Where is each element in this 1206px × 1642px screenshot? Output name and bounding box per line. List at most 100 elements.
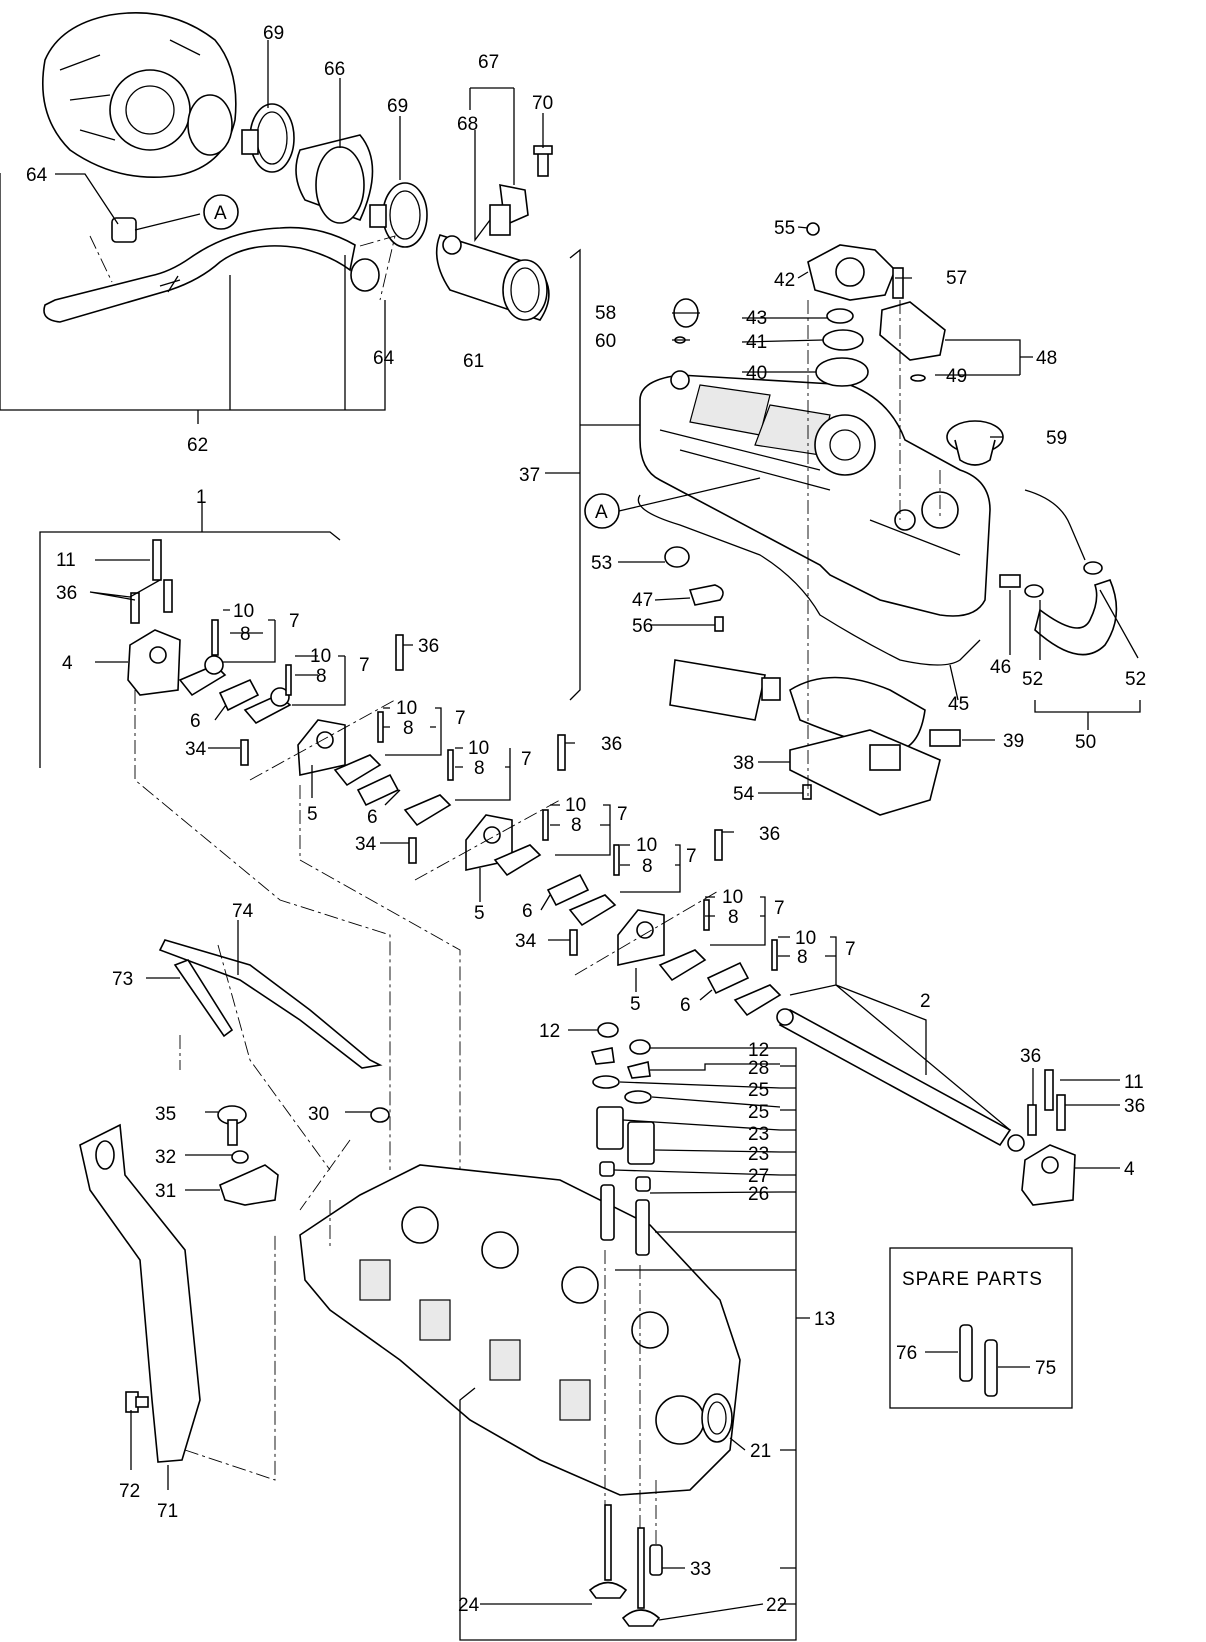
- callout-50: 50: [1075, 732, 1096, 753]
- glow-plug-73: [173, 959, 234, 1038]
- callout-4: 4: [1124, 1159, 1135, 1180]
- callout-75: 75: [1035, 1358, 1056, 1379]
- air-box-61: [435, 234, 550, 321]
- callout-8: 8: [240, 624, 251, 645]
- bolt-72: [125, 1391, 149, 1413]
- callout-52: 52: [1125, 669, 1146, 690]
- callout-43: 43: [746, 308, 767, 329]
- callout-labels: 69 66 67 70 68 69 64 A 64 61 62 55 42 57…: [26, 23, 1146, 1616]
- callout-72: 72: [119, 1481, 140, 1502]
- callout-31: 31: [155, 1181, 176, 1202]
- callout-71: 71: [157, 1501, 178, 1522]
- callout-36: 36: [759, 824, 780, 845]
- callout-8: 8: [642, 856, 653, 877]
- callout-13: 13: [814, 1309, 835, 1330]
- callout-24: 24: [458, 1595, 480, 1616]
- screw-54: [802, 784, 812, 800]
- sealant-tube: [669, 659, 781, 721]
- rocker-bracket-4-right: [1021, 1144, 1076, 1206]
- callout-7: 7: [686, 846, 697, 867]
- callout-66: 66: [324, 59, 345, 80]
- rocker-arms-middle: [333, 754, 782, 1017]
- callout-8: 8: [728, 907, 739, 928]
- callout-25: 25: [748, 1102, 769, 1123]
- callout-8: 8: [403, 718, 414, 739]
- sensor-48: [879, 267, 946, 361]
- callout-7: 7: [521, 749, 532, 770]
- callout-10: 10: [722, 887, 743, 908]
- callout-53: 53: [591, 553, 612, 574]
- callout-6: 6: [522, 901, 533, 922]
- sensor-68: [489, 183, 529, 236]
- screw-56: [714, 616, 724, 632]
- oil-cap-59: [946, 420, 1004, 466]
- spare-parts-title: SPARE PARTS: [902, 1269, 1043, 1290]
- bolt-36-right-a: [1027, 1104, 1037, 1136]
- callout-5: 5: [630, 994, 641, 1015]
- callout-5: 5: [474, 903, 485, 924]
- callout-32: 32: [155, 1147, 176, 1168]
- callout-70: 70: [532, 93, 553, 114]
- breather-hose-50: [1024, 489, 1118, 656]
- callout-8: 8: [571, 815, 582, 836]
- callout-55: 55: [774, 218, 795, 239]
- seal-21: [701, 1393, 733, 1443]
- bolt-36-left-a: [130, 592, 140, 624]
- callout-48: 48: [1036, 348, 1057, 369]
- rocker-bracket-5-b: [465, 814, 513, 871]
- callout-10: 10: [636, 835, 657, 856]
- stud-11-left: [152, 539, 162, 581]
- valve-cover-37: [639, 370, 991, 617]
- washer-32: [231, 1150, 249, 1164]
- callout-58: 58: [595, 303, 616, 324]
- callout-36: 36: [1124, 1096, 1145, 1117]
- pad-39: [929, 729, 961, 747]
- callout-12: 12: [748, 1040, 769, 1061]
- callout-36: 36: [1020, 1046, 1041, 1067]
- callout-37: 37: [519, 465, 540, 486]
- callout-6: 6: [190, 711, 201, 732]
- cylinder-head-13: [299, 1164, 741, 1496]
- callout-8: 8: [797, 947, 808, 968]
- bolt-35: [217, 1105, 247, 1146]
- callout-52: 52: [1022, 669, 1043, 690]
- callout-11: 11: [56, 550, 76, 571]
- callout-6: 6: [680, 995, 691, 1016]
- callout-7: 7: [845, 939, 856, 960]
- guide-33: [649, 1544, 663, 1576]
- baffle-38: [789, 729, 941, 816]
- callout-10: 10: [233, 601, 254, 622]
- callout-8: 8: [316, 666, 327, 687]
- bracket-71: [79, 1123, 201, 1463]
- bolt-36-right-b: [1056, 1094, 1066, 1131]
- cap-42: [807, 244, 896, 301]
- clamp-31: [219, 1164, 279, 1206]
- callout-39: 39: [1003, 731, 1024, 752]
- callout-57: 57: [946, 268, 967, 289]
- clamp-64-left: [111, 217, 137, 243]
- washer-30: [370, 1107, 390, 1123]
- callout-34: 34: [355, 834, 377, 855]
- callout-36: 36: [601, 734, 622, 755]
- callout-40: 40: [746, 363, 767, 384]
- callout-38: 38: [733, 753, 754, 774]
- callout-10: 10: [468, 738, 489, 759]
- turbocharger: [42, 12, 237, 178]
- callout-68: 68: [457, 114, 478, 135]
- callout-41: 41: [746, 332, 767, 353]
- callout-47: 47: [632, 590, 653, 611]
- hose-clamp-69-upper: [241, 103, 295, 173]
- callout-59: 59: [1046, 428, 1067, 449]
- callout-7: 7: [455, 708, 466, 729]
- callout-36: 36: [418, 636, 439, 657]
- intake-pipe-62: [43, 226, 356, 323]
- callout-61: 61: [463, 351, 484, 372]
- o-ring-49: [910, 374, 926, 382]
- callout-34: 34: [515, 931, 537, 952]
- callout-10: 10: [310, 646, 331, 667]
- springs-6: [218, 678, 750, 995]
- spare-parts-box: [889, 1247, 1073, 1409]
- callout-69: 69: [387, 96, 408, 117]
- fitting-46: [999, 574, 1021, 588]
